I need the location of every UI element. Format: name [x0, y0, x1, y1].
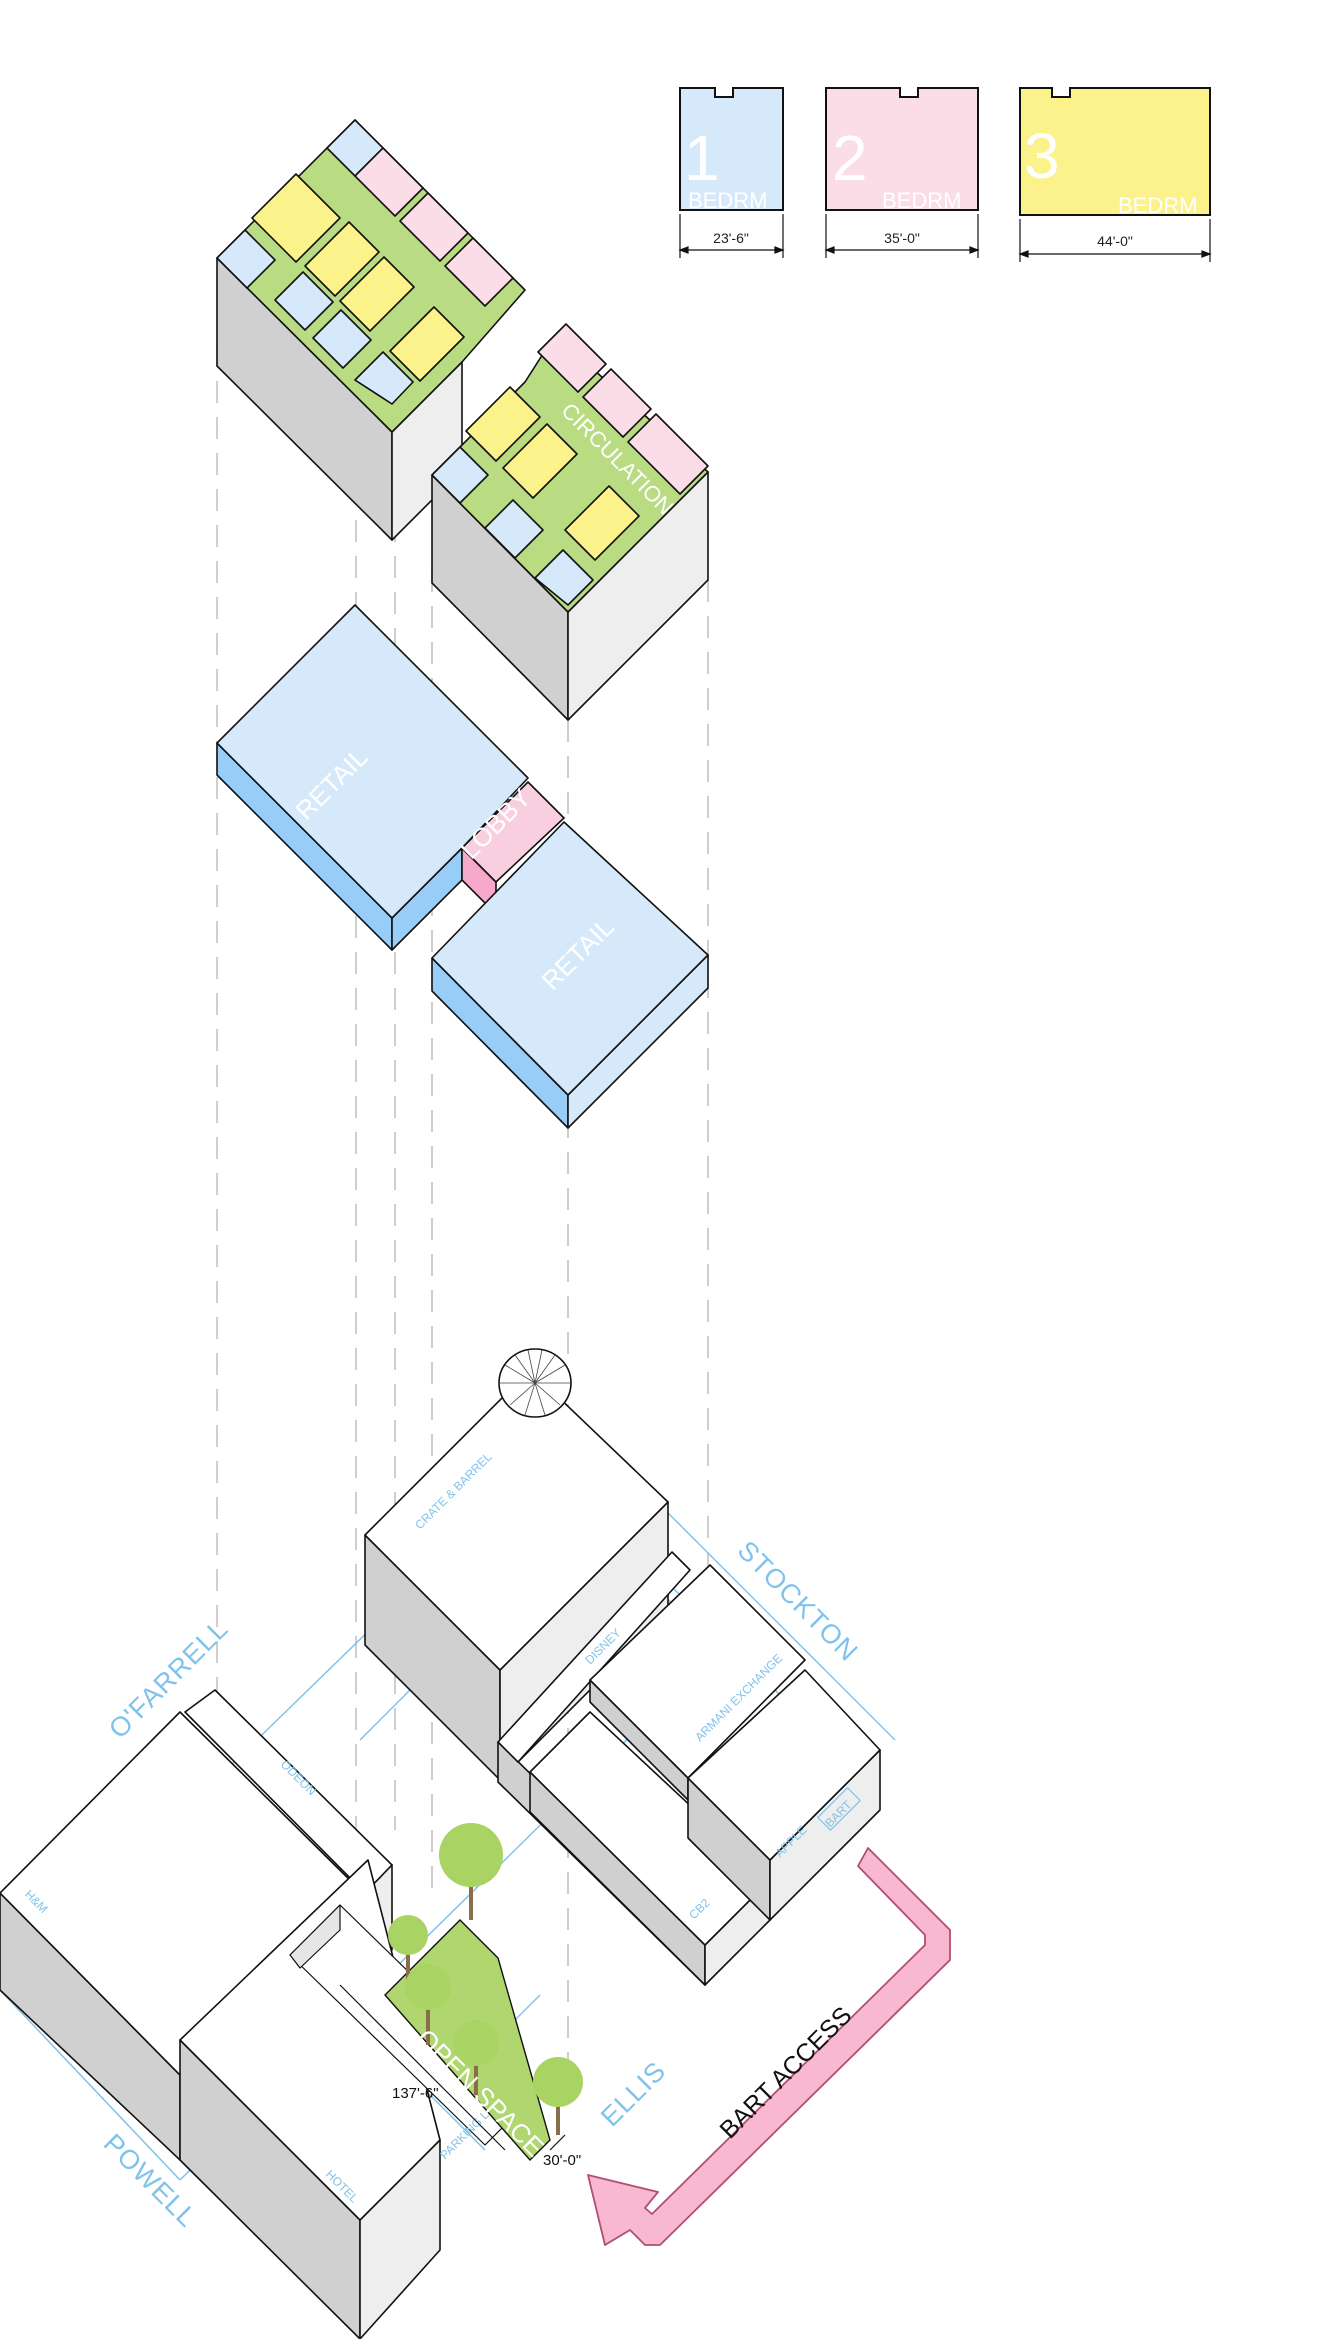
unit-2-bed — [537, 323, 607, 393]
unit-2-bed — [627, 413, 709, 495]
legend-2-number: 2 — [832, 122, 868, 194]
residential-block-b — [431, 323, 709, 721]
legend-3-dimension: 44'-0" — [1097, 233, 1133, 249]
legend-1-bedroom: 1 BEDRM 23'-6" — [678, 87, 785, 258]
tree-icon — [405, 1964, 451, 2045]
legend-1-dimension: 23'-6" — [713, 230, 749, 246]
unit-1-bed — [312, 309, 372, 369]
tree-icon — [439, 1823, 503, 1920]
unit-2-bed — [354, 147, 424, 217]
legend-1-label: BEDRM — [688, 188, 767, 213]
legend-3-dimension-line — [1018, 219, 1212, 262]
retail-1-top — [216, 604, 529, 919]
unit-3-bed — [502, 423, 578, 499]
unit-3-bed — [389, 306, 465, 382]
unit-3-bed — [465, 386, 541, 462]
legend-3-bedroom: 3 BEDRM 44'-0" — [1018, 87, 1212, 262]
legend-3-number: 3 — [1024, 120, 1060, 192]
legend-2-label: BEDRM — [882, 188, 961, 213]
legend-3-label: BEDRM — [1118, 193, 1197, 218]
unit-1-bed — [534, 549, 594, 606]
legend-2-dimension-line — [824, 214, 980, 258]
ground-floor: RETAIL LOBBY RETAIL — [216, 604, 709, 1129]
unit-1-bed — [216, 229, 276, 289]
bart-station-box — [817, 1787, 861, 1831]
legend-1-number: 1 — [684, 122, 720, 194]
site-dimensions — [339, 1984, 566, 2151]
trees — [388, 1823, 583, 2135]
unit-3-bed — [564, 485, 640, 561]
unit-2-bed — [399, 192, 469, 262]
building-cb2: CB2 — [529, 1711, 771, 1986]
unit-1-bed — [354, 351, 414, 405]
unit-2-bed — [444, 237, 514, 307]
legend-1-dimension-line — [678, 214, 785, 258]
lobby-top — [461, 781, 565, 883]
unit-1-bed — [431, 446, 489, 504]
residential-block-a — [216, 119, 526, 541]
tree-icon — [388, 1915, 428, 1995]
unit-3-bed-icon — [1019, 87, 1211, 216]
bart-access-arrow-icon — [587, 1847, 951, 2246]
legend-2-bedroom: 2 BEDRM 35'-0" — [824, 87, 980, 258]
street-ellis-label: ELLIS — [595, 2055, 672, 2132]
tree-icon — [453, 2020, 499, 2095]
unit-3-bed — [339, 256, 415, 332]
unit-3-bed — [251, 173, 341, 263]
tree-icon — [533, 2057, 583, 2135]
site-length-dimension: 137'-6" — [392, 2085, 439, 2102]
legend-2-dimension: 35'-0" — [884, 230, 920, 246]
unit-1-bed — [274, 271, 334, 331]
rotunda-ribs — [500, 1349, 570, 1416]
residential-floor: CIRCULATION — [216, 119, 709, 721]
unit-3-bed — [304, 221, 380, 297]
site-context: CRATE & BARREL DISNEY CB2 ARMANI EXCHANG… — [0, 1348, 951, 2340]
unit-2-bed-icon — [825, 87, 979, 211]
unit-1-bed-icon — [679, 87, 784, 211]
unit-legend: 1 BEDRM 23'-6" 2 BEDRM 35'-0" 3 — [678, 87, 1212, 262]
retail-2-top — [431, 821, 709, 1096]
site-width-dimension: 30'-0" — [543, 2152, 581, 2169]
unit-1-bed — [484, 499, 544, 559]
unit-2-bed — [582, 368, 652, 438]
building-apple: APPLE BART — [687, 1669, 881, 1921]
